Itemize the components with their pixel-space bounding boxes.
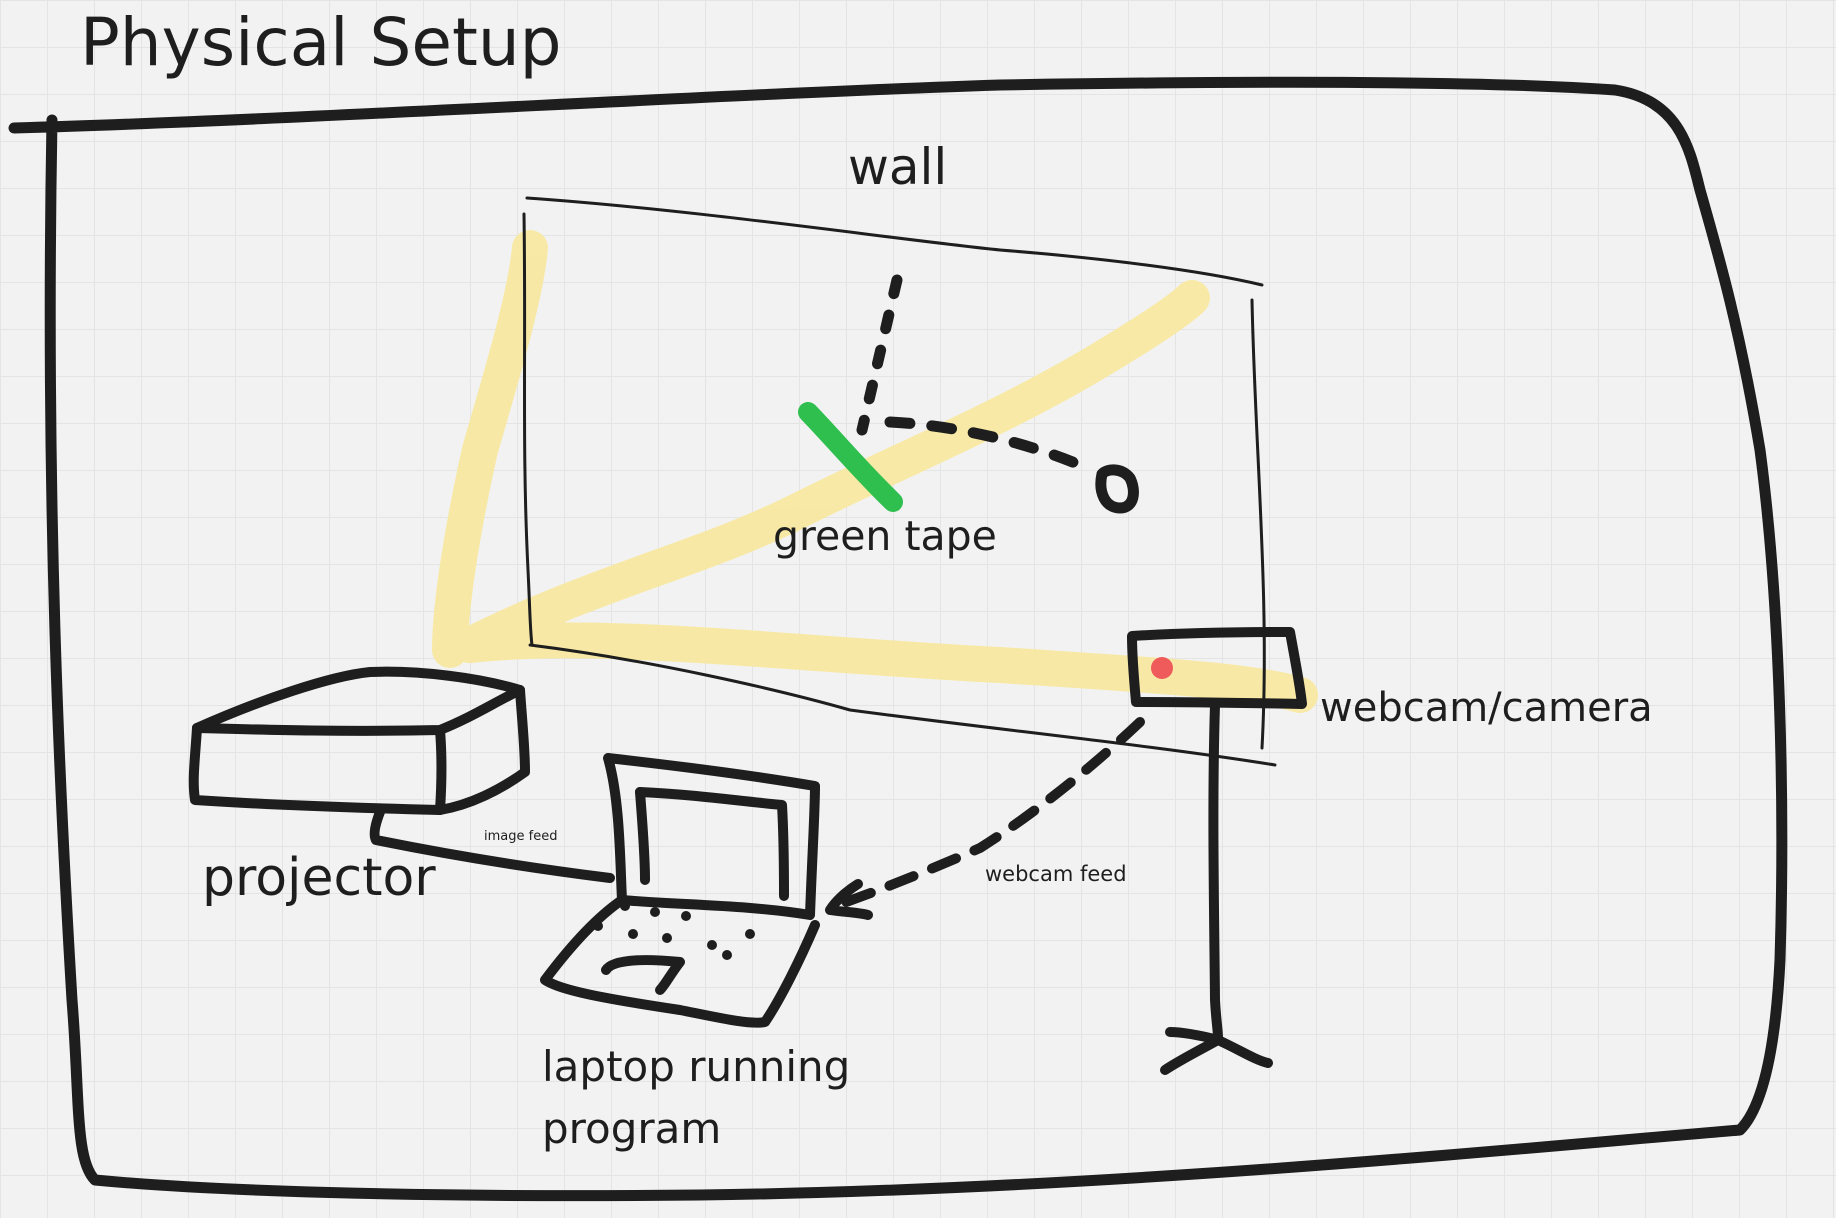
projector-label: projector <box>202 848 436 908</box>
dashed-trajectory <box>856 274 1086 471</box>
diagram-title: Physical Setup <box>80 4 562 81</box>
room-outline <box>8 76 1788 1202</box>
camera-lens-dot <box>1151 657 1173 679</box>
target-circle <box>1095 464 1139 514</box>
wall-outline <box>522 196 1277 767</box>
wall-label: wall <box>848 138 948 196</box>
green-tape-mark <box>798 402 903 512</box>
image-feed-label: image feed <box>484 829 558 844</box>
laptop-drawing <box>540 753 820 1028</box>
laptop-keys <box>593 901 755 960</box>
webcam-label: webcam/camera <box>1320 685 1653 731</box>
projector-drawing <box>188 666 615 883</box>
projection-highlight <box>432 230 1318 713</box>
webcam-feed-arrow <box>833 717 1145 910</box>
webcam-feed-arrowhead <box>825 879 873 920</box>
webcam-drawing <box>1127 627 1307 1075</box>
webcam-feed-label: webcam feed <box>985 862 1127 886</box>
green-tape-label: green tape <box>773 512 997 560</box>
laptop-label: laptop running program <box>542 1042 851 1153</box>
